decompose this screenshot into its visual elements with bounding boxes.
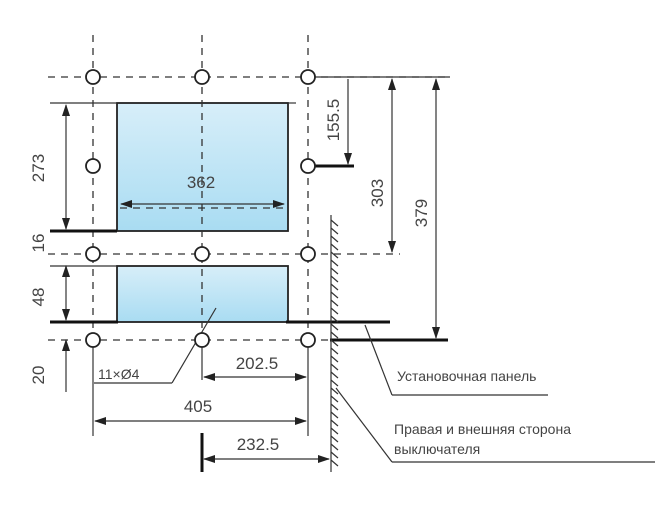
hatch-mark [330,219,339,227]
dim-362-label: 362 [187,173,215,192]
hatch-mark [330,371,339,379]
hole [300,332,316,348]
dim-16-label: 16 [29,234,48,253]
side-label-line2: выключателя [394,441,480,457]
hatch-mark [330,355,339,363]
dimension-lines [62,78,440,463]
hole [194,246,210,262]
dim-379-label: 379 [412,199,431,227]
switch-side-wall [330,215,339,472]
hatch-mark [330,315,339,323]
hole [300,69,316,85]
hole [300,158,316,174]
hatch-mark [330,403,339,411]
hatch-mark [330,347,339,355]
hatch-mark [330,363,339,371]
hatch-mark [330,299,339,307]
hatch-mark [330,419,339,427]
dim-273-label: 273 [29,154,48,182]
hatch-mark [330,459,339,467]
hatch-mark [330,291,339,299]
hatch-mark [330,227,339,235]
hole [85,332,101,348]
center-lines [48,35,450,345]
hatch-mark [330,235,339,243]
hatch-mark [330,451,339,459]
hatch-mark [330,283,339,291]
hatch-mark [330,427,339,435]
hatch-mark [330,307,339,315]
mounting-holes [85,69,316,348]
hatch-mark [330,323,339,331]
leader-lines [94,307,655,463]
hatch-mark [330,243,339,251]
dim-303-label: 303 [368,179,387,207]
hatch-mark [330,267,339,275]
hatch-mark [330,379,339,387]
dim-155-label: 155.5 [324,99,343,142]
hole [85,246,101,262]
hole [85,69,101,85]
hatch-mark [330,331,339,339]
hatch-mark [330,443,339,451]
dim-405-label: 405 [184,397,212,416]
holes-callout: 11×Ø4 [98,366,140,382]
hatch-mark [330,411,339,419]
dim-20-label: 20 [29,366,48,385]
hole [194,69,210,85]
hatch-mark [330,387,339,395]
hatch-mark [330,275,339,283]
hatch-mark [330,435,339,443]
side-label-line1: Правая и внешняя сторона [394,421,571,437]
dim-232-label: 232.5 [237,435,280,454]
hatch-mark [330,259,339,267]
hatch-mark [330,339,339,347]
hatch-mark [330,251,339,259]
extension-lines [50,76,450,436]
dim-48-label: 48 [29,288,48,307]
hatch-mark [330,395,339,403]
dim-202-label: 202.5 [236,354,279,373]
hole [194,332,210,348]
panel-label: Установочная панель [397,368,536,384]
hole [300,246,316,262]
hole [85,158,101,174]
